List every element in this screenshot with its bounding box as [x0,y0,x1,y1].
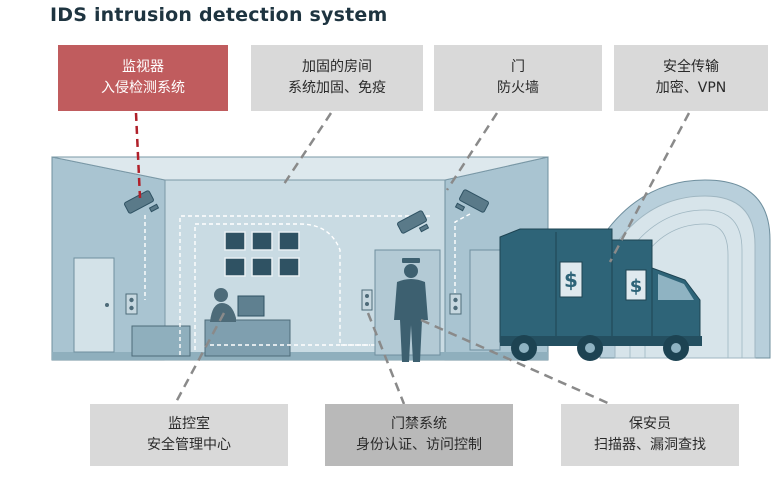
armored-truck [499,228,702,361]
callout-access-control-line2: 身份认证、访问控制 [356,437,482,453]
callout-monitor-ids: 监视器 入侵检测系统 [58,45,228,111]
callout-control-room-line2: 安全管理中心 [147,437,231,453]
callout-door-firewall: 门 防火墙 [434,45,602,111]
camera-center-icon [397,210,430,234]
callout-control-room: 监控室 安全管理中心 [90,404,288,466]
callout-secure-transport-line2: 加密、VPN [655,80,727,96]
callout-door-firewall-line2: 防火墙 [497,80,539,96]
callout-control-room-line1: 监控室 [168,416,210,432]
security-guard-figure [394,258,428,362]
callout-hardened-room-line2: 系统加固、免疫 [288,80,386,96]
callout-monitor-ids-line2: 入侵检测系统 [101,80,185,96]
left-door [73,257,138,353]
callout-door-firewall-line1: 门 [511,59,525,75]
callout-monitor-ids-line1: 监视器 [122,59,164,75]
callout-security-guard: 保安员 扫描器、漏洞查找 [561,404,739,466]
right-signal [449,249,501,351]
camera-left-icon [124,190,160,214]
callout-security-guard-line2: 扫描器、漏洞查找 [594,437,706,453]
callout-secure-transport: 安全传输 加密、VPN [614,45,768,111]
callout-access-control: 门禁系统 身份认证、访问控制 [325,404,513,466]
truck-sign-left: $ [564,268,578,292]
callout-access-control-line1: 门禁系统 [391,416,447,432]
camera-right-icon [454,189,489,213]
monitor-wall [224,231,300,277]
callout-hardened-room-line1: 加固的房间 [302,59,372,75]
leader-lines [134,112,691,406]
callout-security-guard-line1: 保安员 [629,416,671,432]
page-title: IDS intrusion detection system [50,4,388,26]
callout-hardened-room: 加固的房间 系统加固、免疫 [251,45,423,111]
truck-sign-right: $ [630,276,643,297]
callout-secure-transport-line1: 安全传输 [663,59,719,75]
